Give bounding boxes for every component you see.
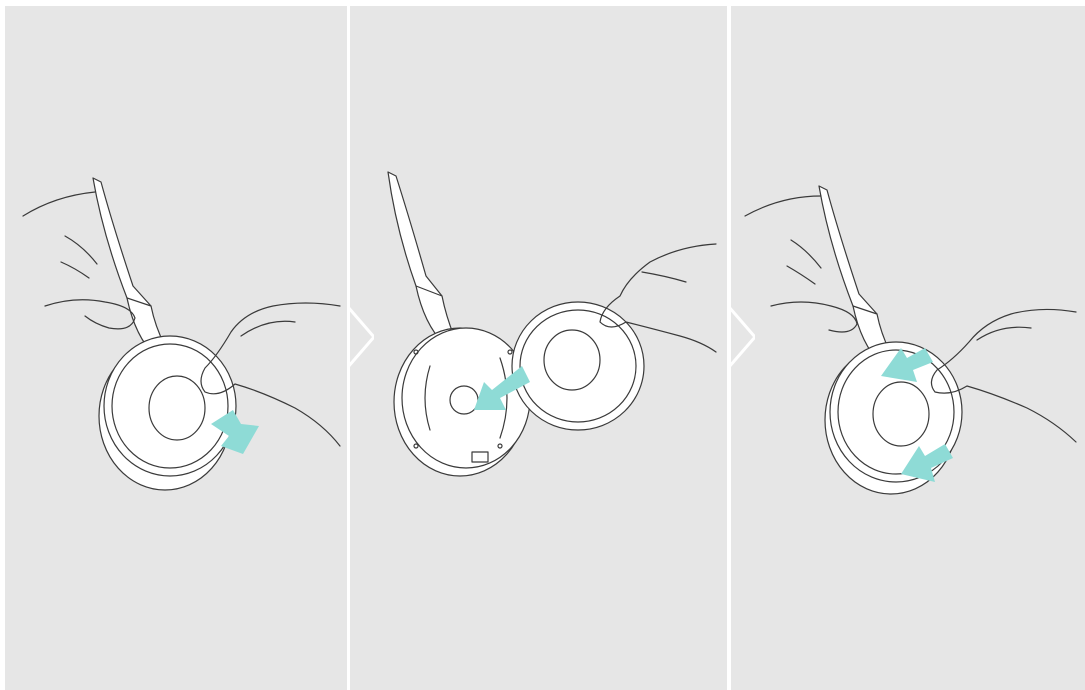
step-chevron-2 xyxy=(725,307,755,367)
step-2-illustration xyxy=(350,6,727,690)
headband xyxy=(93,178,151,314)
headband xyxy=(819,186,877,322)
panel-step-3 xyxy=(731,6,1085,690)
panel-step-2 xyxy=(350,6,727,690)
step-1-illustration xyxy=(5,6,347,690)
new-ear-pad-center xyxy=(544,330,600,390)
headband xyxy=(388,172,442,304)
ear-cup-face xyxy=(402,328,530,468)
step-3-illustration xyxy=(731,6,1085,690)
ear-pad-center xyxy=(149,376,205,440)
step-chevron-1 xyxy=(344,307,374,367)
panel-step-1 xyxy=(5,6,347,690)
ear-pad-center xyxy=(873,382,929,446)
